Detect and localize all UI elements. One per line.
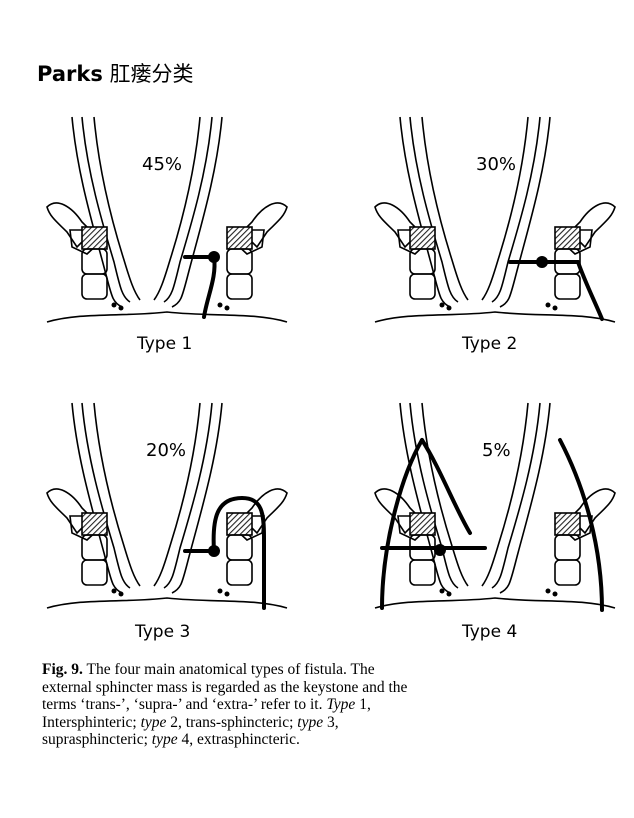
caption-line-5-type: type bbox=[151, 731, 178, 748]
caption-line-1-text: The four main anatomical types of fistul… bbox=[82, 661, 375, 678]
caption-fig-label: Fig. 9. bbox=[42, 661, 83, 678]
caption-line-4-type3: type bbox=[297, 713, 324, 731]
panel-type-2: 30% Type 2 bbox=[370, 112, 620, 372]
caption-line-3-b: 1, bbox=[355, 696, 371, 713]
caption-line-4-c: 3, bbox=[323, 713, 339, 731]
percent-type-4: 5% bbox=[482, 440, 511, 461]
caption-line-5-a: suprasphincteric; bbox=[42, 731, 152, 748]
caption-line-5: suprasphincteric; type 4, extrasphincter… bbox=[42, 731, 602, 749]
label-type-1: Type 1 bbox=[137, 334, 193, 354]
diagram-type-4 bbox=[374, 402, 616, 612]
caption-line-4: Intersphinteric; type 2, trans-sphincter… bbox=[42, 714, 602, 732]
caption-line-4-b: 2, trans-sphincteric; bbox=[166, 713, 298, 731]
percent-type-3: 20% bbox=[146, 440, 187, 461]
label-type-4: Type 4 bbox=[462, 622, 518, 642]
label-type-2: Type 2 bbox=[462, 334, 518, 354]
diagram-type-1 bbox=[46, 116, 288, 323]
panel-type-1: 45% Type 1 bbox=[42, 112, 292, 372]
page-title: Parks 肛瘘分类 bbox=[37, 58, 194, 88]
percent-type-1: 45% bbox=[142, 154, 183, 175]
page-title-cjk: 肛瘘分类 bbox=[109, 62, 194, 86]
diagram-type-3 bbox=[46, 402, 288, 610]
caption-line-3: terms ‘trans-’, ‘supra-’ and ‘extra-’ re… bbox=[42, 696, 602, 714]
page-title-latin: Parks bbox=[37, 62, 103, 86]
figure-caption: Fig. 9. The four main anatomical types o… bbox=[42, 661, 602, 749]
caption-line-3-a: terms ‘trans-’, ‘supra-’ and ‘extra-’ re… bbox=[42, 696, 327, 713]
diagram-type-2 bbox=[374, 116, 616, 323]
percent-type-2: 30% bbox=[476, 154, 517, 175]
caption-line-1: Fig. 9. The four main anatomical types o… bbox=[42, 661, 602, 679]
caption-line-3-type: Type bbox=[326, 696, 356, 713]
label-type-3: Type 3 bbox=[135, 622, 191, 642]
caption-line-2: external sphincter mass is regarded as t… bbox=[42, 678, 408, 696]
caption-line-4-type2: type bbox=[140, 713, 167, 731]
panel-type-3: 20% Type 3 bbox=[42, 398, 292, 658]
caption-line-4-a: Intersphinteric; bbox=[42, 713, 141, 731]
panel-type-4: 5% Type 4 bbox=[370, 398, 620, 658]
caption-line-5-b: 4, extrasphincteric. bbox=[177, 731, 300, 748]
